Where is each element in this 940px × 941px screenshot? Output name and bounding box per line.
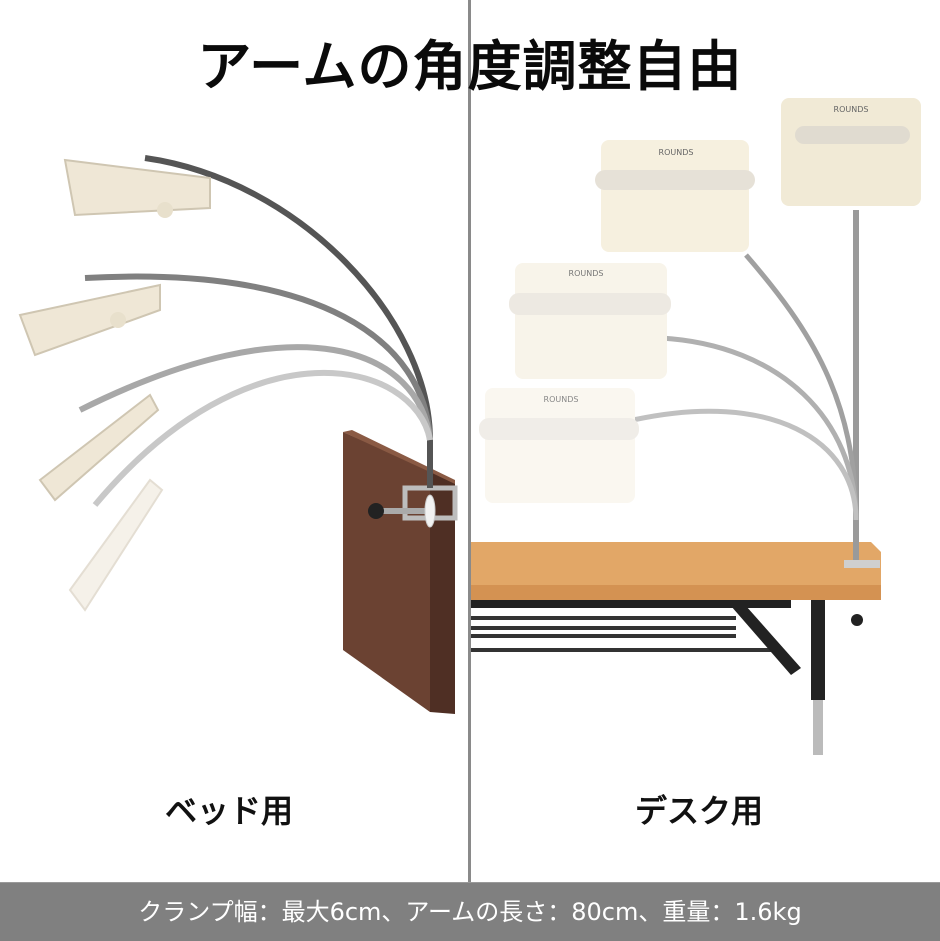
desk-use-caption: デスク用 [635,792,764,830]
book-holder: ROUNDS [479,388,639,503]
svg-text:ROUNDS: ROUNDS [544,395,579,404]
svg-text:ROUNDS: ROUNDS [834,105,869,114]
book-holder: ROUNDS [509,263,671,379]
svg-text:ROUNDS: ROUNDS [659,148,694,157]
bed-use-caption: ベッド用 [165,792,294,830]
page-title: アームの角度調整自由 [197,35,743,98]
bed-board [343,432,430,712]
panel-divider [468,0,471,882]
desk-arm-illustration: ROUNDS ROUNDS ROUNDS ROUNDS [471,98,921,755]
bed-arm-illustration [18,155,458,714]
bed-use-panel [0,0,468,882]
spec-text: クランプ幅：最大6cm、アームの長さ：80cm、重量：1.6kg [138,898,802,926]
svg-text:ROUNDS: ROUNDS [569,269,604,278]
book-holder: ROUNDS [595,140,755,252]
desk-use-panel: ROUNDS ROUNDS ROUNDS ROUNDS [471,0,940,882]
spec-footer: クランプ幅：最大6cm、アームの長さ：80cm、重量：1.6kg [0,882,940,941]
book-holder: ROUNDS [781,98,921,206]
